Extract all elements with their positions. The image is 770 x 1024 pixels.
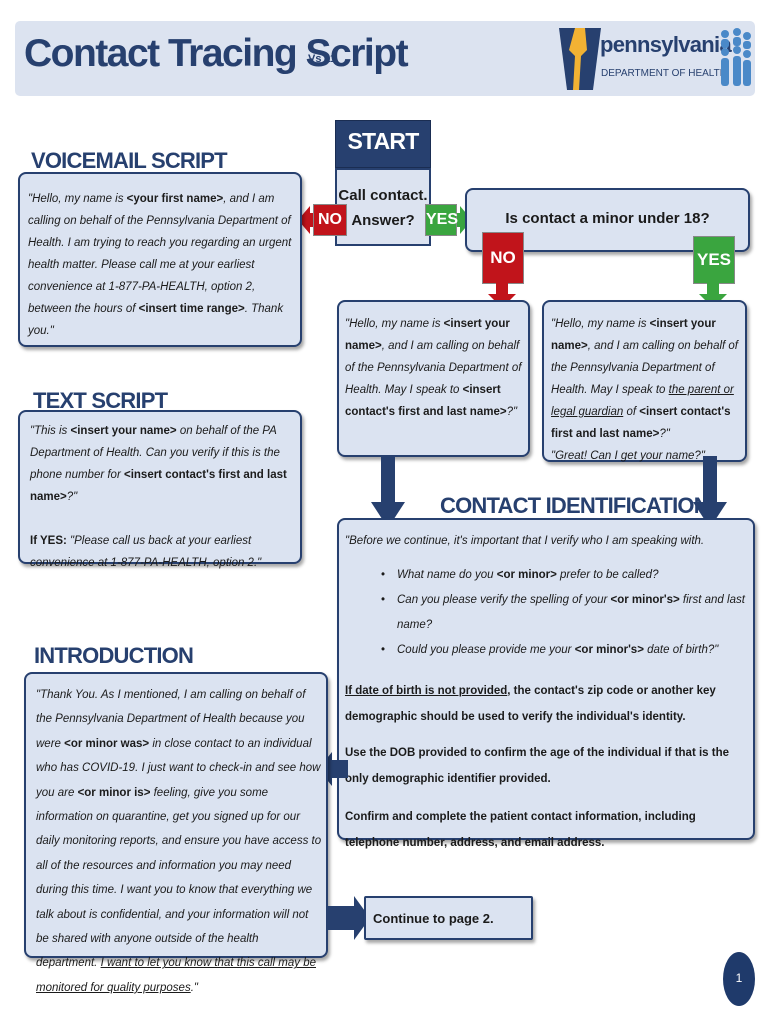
branch-yes-tag: YES	[693, 236, 735, 284]
page-number-badge	[723, 952, 755, 1006]
voicemail-text-1: "Hello, my name is	[28, 193, 127, 205]
call-contact-box	[335, 168, 431, 246]
introduction-bold-1: <or minor was>	[64, 737, 150, 750]
identification-note-1-text: , the contact's zip code or another key …	[345, 685, 716, 723]
page-title: Contact Tracing Script	[24, 32, 409, 75]
identification-note-3: Confirm and complete the patient contact…	[345, 811, 696, 849]
identification-intro: "Before we continue, it's important that…	[345, 535, 705, 547]
introduction-heading: INTRODUCTION	[34, 643, 194, 668]
question-2-text: Can you please verify the spelling of yo…	[397, 594, 611, 606]
minor-text-2: , and I am calling on behalf of the Penn…	[551, 340, 739, 396]
question-line-1: Call contact.	[338, 187, 428, 204]
continue-label[interactable]: Continue to page 2.	[373, 911, 494, 926]
voicemail-box	[18, 172, 302, 347]
minor-bold-2: <insert contact's first and last name>	[551, 406, 731, 440]
adult-bold-1: <insert your name>	[345, 318, 510, 352]
continue-box[interactable]	[364, 896, 533, 940]
text-script-1: "This is	[30, 425, 71, 437]
adult-text-3: ?"	[506, 406, 518, 418]
continue-arrow-right	[328, 896, 370, 940]
bullet-icon: •	[381, 569, 386, 581]
contact-identification-box	[337, 518, 755, 840]
text-script-yes-label: If YES:	[30, 535, 67, 547]
contact-identification-heading: CONTACT IDENTIFICATION	[440, 493, 710, 518]
no-tag: NO	[313, 204, 347, 236]
voicemail-bold-2: <insert time range>	[138, 303, 245, 315]
adult-script-text: "Hello, my name is <insert your name>, a…	[345, 313, 525, 423]
introduction-box	[24, 672, 328, 958]
question-1-bold: <or minor>	[496, 569, 557, 581]
minor-text-5: "Great! Can I get your name?"	[551, 450, 705, 462]
question-3-text: Could you please provide me your	[397, 644, 575, 656]
minor-text-1: "Hello, my name is	[551, 318, 650, 330]
yes-arrow-down	[699, 282, 727, 308]
voicemail-heading: VOICEMAIL SCRIPT	[31, 148, 228, 173]
text-script-2: on behalf of the PA Department of Health…	[30, 425, 280, 481]
people-icon	[721, 28, 751, 86]
identification-question-2: • Can you please verify the spelling of …	[345, 588, 749, 638]
header-banner	[15, 21, 755, 96]
yes-tag: YES	[425, 204, 458, 236]
question-2-bold: <or minor's>	[610, 594, 680, 606]
minor-text-4: ?"	[659, 428, 670, 440]
start-box	[335, 120, 431, 168]
introduction-text-2: in close contact to an individual who ha…	[36, 737, 321, 799]
keystone-icon	[559, 28, 601, 90]
adult-script-box	[337, 300, 530, 457]
start-label: START	[347, 128, 420, 154]
voicemail-text-2: , and I am calling on behalf of the Penn…	[28, 193, 292, 315]
adult-text-1: "Hello, my name is	[345, 318, 444, 330]
bullet-icon: •	[381, 644, 386, 656]
text-script-3: ?"	[66, 491, 78, 503]
identification-note-1-underline: If date of birth is not provided	[345, 685, 508, 697]
adult-text-2: , and I am calling on behalf of the Penn…	[345, 340, 522, 396]
introduction-text-3: feeling, give you some information on qu…	[36, 786, 322, 970]
introduction-underline: I want to let you know that this call ma…	[36, 957, 316, 994]
identification-content: "Before we continue, it's important that…	[345, 529, 749, 856]
voicemail-text: "Hello, my name is <your first name>, an…	[28, 188, 296, 342]
minor-arrow-down	[693, 456, 727, 528]
branch-no-tag: NO	[482, 232, 524, 284]
identification-note-2: Use the DOB provided to confirm the age …	[345, 747, 730, 785]
logo-department: DEPARTMENT OF HEALTH	[601, 68, 727, 79]
introduction-bold-2: <or minor is>	[77, 786, 151, 799]
text-script-heading: TEXT SCRIPT	[33, 388, 168, 413]
call-contact-question: Call contact. Answer?	[335, 183, 431, 233]
no-arrow-down	[488, 282, 516, 308]
text-script-bold-1: <insert your name>	[70, 425, 177, 437]
text-script-text: "This is <insert your name> on behalf of…	[30, 420, 296, 574]
minor-script-text: "Hello, my name is <insert your name>, a…	[551, 313, 743, 467]
version-label: Vs 11	[308, 53, 337, 65]
adult-arrow-down	[371, 456, 405, 528]
introduction-text-4: ."	[190, 981, 198, 994]
question-1-tail: prefer to be called?	[556, 569, 659, 581]
minor-text-3: of	[623, 406, 640, 418]
bullet-icon: •	[381, 594, 386, 606]
page-number: 1	[735, 971, 743, 985]
question-3-bold: <or minor's>	[574, 644, 644, 656]
voicemail-text-3: . Thank you."	[28, 303, 284, 337]
text-script-yes-text: "Please call us back at your earliest co…	[30, 535, 262, 569]
minor-bold-1: <insert your name>	[551, 318, 716, 352]
identification-question-1: • What name do you <or minor> prefer to …	[345, 563, 749, 588]
adult-bold-2: <insert contact's first and last name>	[345, 384, 507, 418]
question-2-tail: first and last name?	[397, 594, 745, 631]
minor-script-box	[542, 300, 747, 462]
text-script-box	[18, 410, 302, 564]
minor-question: Is contact a minor under 18?	[505, 210, 710, 227]
minor-underline-1: the parent or legal guardian	[551, 384, 734, 418]
introduction-text: "Thank You. As I mentioned, I am calling…	[36, 683, 322, 1000]
identification-question-3: • Could you please provide me your <or m…	[345, 638, 749, 663]
voicemail-bold-1: <your first name>	[126, 193, 224, 205]
question-line-2: Answer?	[351, 212, 415, 229]
pennsylvania-logo: pennsylvania DEPARTMENT OF HEALTH	[555, 24, 755, 94]
question-1-text: What name do you	[397, 569, 497, 581]
identification-note-1: If date of birth is not provided, the co…	[345, 678, 749, 730]
text-script-bold-2: <insert contact's first and last name>	[30, 469, 287, 503]
introduction-text-1: "Thank You. As I mentioned, I am calling…	[36, 689, 306, 750]
logo-name: pennsylvania	[600, 32, 732, 57]
identification-questions: • What name do you <or minor> prefer to …	[345, 563, 749, 663]
question-3-tail: date of birth?"	[643, 644, 719, 656]
